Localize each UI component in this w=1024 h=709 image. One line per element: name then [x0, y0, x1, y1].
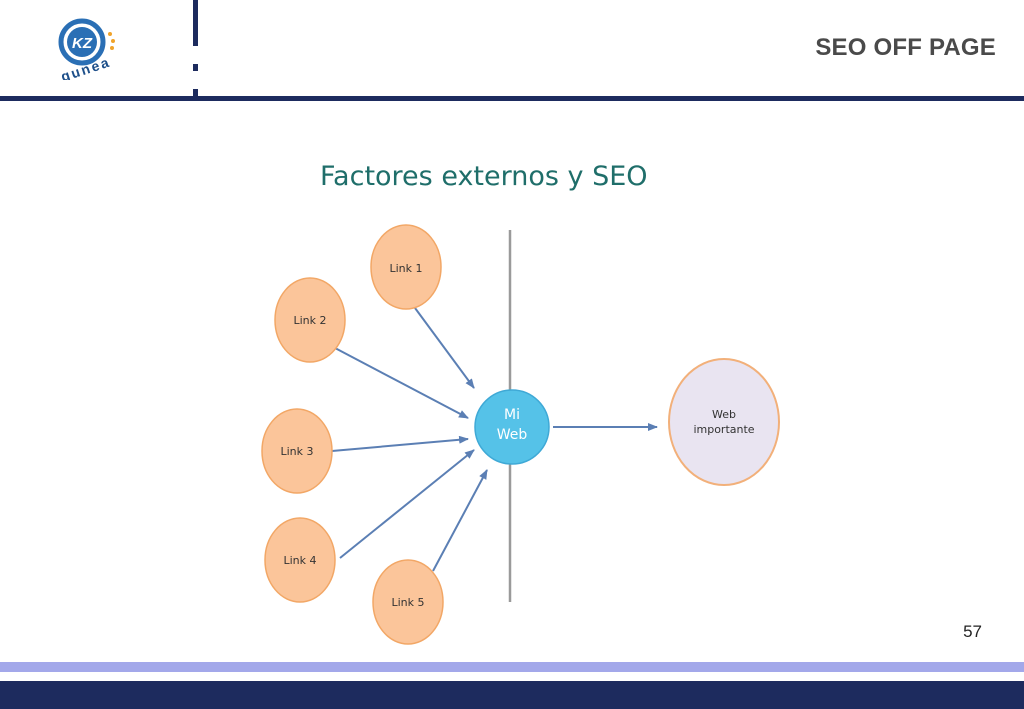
- arrow-link4: [339, 449, 475, 559]
- logo-core: [67, 27, 97, 57]
- arrow-link5: [432, 469, 488, 572]
- link-node-5: Link 5: [372, 559, 444, 645]
- link-label: Link 3: [280, 445, 313, 458]
- arrow-link2: [334, 347, 469, 419]
- logo-dot-3: [110, 46, 114, 50]
- seo-diagram: Factores externos y SEO Link 1 Link 2 Li…: [261, 161, 780, 645]
- header-accent: [193, 89, 198, 99]
- page-title: SEO OFF PAGE: [815, 34, 996, 61]
- target-label-line1: Web: [712, 408, 736, 421]
- header-accent: [193, 0, 198, 46]
- link-node-3: Link 3: [261, 408, 333, 494]
- center-node-mi-web: Mi Web: [474, 389, 550, 465]
- center-label-line1: Mi: [504, 407, 520, 423]
- logo-ring: [58, 18, 106, 66]
- arrow-link3: [331, 435, 469, 452]
- gunea-logo: KZ gunea: [58, 18, 115, 80]
- center-label-line2: Web: [497, 427, 528, 443]
- link-label: Link 2: [293, 314, 326, 327]
- logo-dot-1: [108, 32, 112, 36]
- link-node-2: Link 2: [274, 277, 346, 363]
- logo-initials: KZ: [72, 35, 93, 52]
- footer-band-light: [0, 662, 1024, 672]
- target-label-line2: importante: [693, 423, 754, 436]
- diagram-heading: Factores externos y SEO: [320, 161, 648, 192]
- logo-dot-2: [111, 39, 115, 43]
- link-node-1: Link 1: [370, 224, 442, 310]
- slide-number: 57: [963, 622, 982, 641]
- header-rule: [0, 96, 1024, 101]
- link-label: Link 5: [391, 596, 424, 609]
- footer-band-dark: [0, 681, 1024, 709]
- link-label: Link 1: [389, 262, 422, 275]
- link-node-4: Link 4: [264, 517, 336, 603]
- link-label: Link 4: [283, 554, 316, 567]
- header-accent: [193, 64, 198, 71]
- arrow-link1: [414, 307, 475, 389]
- target-node-web-importante: Web importante: [668, 358, 780, 486]
